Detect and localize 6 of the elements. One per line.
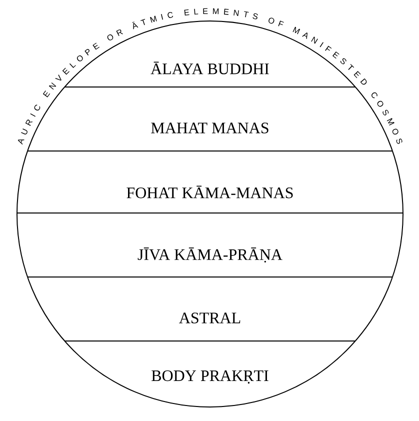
band-label: ASTRAL xyxy=(179,312,240,324)
band-label: FOHAT KĀMA-MANAS xyxy=(126,186,293,198)
band-label: JĪVA KĀMA-PRĀṆA xyxy=(138,247,282,262)
band-label: ĀLAYA BUDDHI xyxy=(150,62,269,74)
band-label: BODY PRAKṚTI xyxy=(152,370,268,384)
band-label: MAHAT MANAS xyxy=(151,122,268,134)
